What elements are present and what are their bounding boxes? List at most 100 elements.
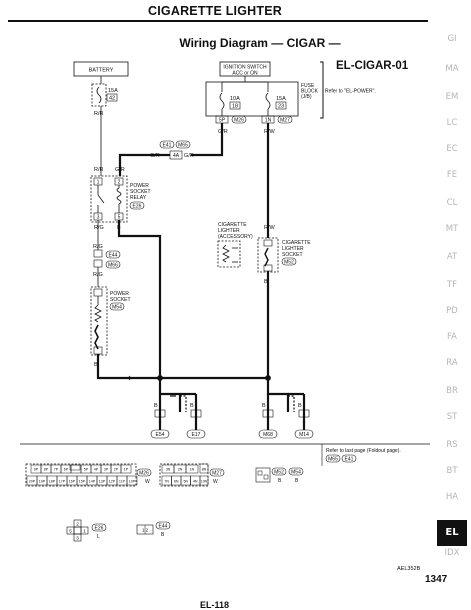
svg-text:3: 3	[97, 215, 100, 221]
svg-text:B: B	[278, 478, 282, 484]
side-tab-mt: MT	[445, 224, 459, 234]
svg-text:L: L	[97, 534, 100, 540]
svg-text:M66: M66	[108, 263, 118, 269]
svg-text:M65: M65	[328, 457, 338, 463]
svg-text:R/W: R/W	[264, 225, 276, 231]
svg-text:R/W: R/W	[264, 129, 276, 135]
svg-text:B: B	[264, 279, 268, 285]
side-tab-lc: LC	[446, 118, 458, 128]
connector-pin-label: 6N	[174, 480, 179, 484]
svg-text:R/R: R/R	[94, 167, 104, 173]
connector-pin-label: 9P	[34, 468, 39, 472]
svg-text:M52: M52	[274, 470, 284, 476]
svg-text:RELAY: RELAY	[130, 195, 147, 201]
svg-text:M65: M65	[178, 143, 188, 149]
diagram-bracket	[320, 61, 324, 119]
side-tab-at: AT	[446, 252, 458, 262]
svg-text:E17: E17	[192, 432, 201, 438]
svg-text:POWER: POWER	[130, 183, 149, 189]
power-socket-element	[94, 304, 102, 323]
connector-pin-label: 6P	[64, 468, 69, 472]
svg-text:4A: 4A	[173, 153, 180, 159]
connector-pin-label: 11P	[119, 480, 126, 484]
svg-text:B: B	[94, 362, 98, 368]
svg-text:1: 1	[83, 529, 86, 534]
svg-text:(J/B): (J/B)	[301, 94, 312, 100]
svg-text:SOCKET: SOCKET	[110, 297, 131, 303]
svg-text:E54: E54	[156, 432, 165, 438]
connector-pin-label: 15P	[79, 480, 86, 484]
svg-text:8N: 8N	[202, 468, 207, 472]
svg-text:E26: E26	[133, 204, 142, 210]
connector-pin-label: 10P	[129, 480, 136, 484]
side-tab-tf: TF	[446, 280, 458, 290]
title-rule	[8, 20, 428, 22]
svg-text:M14: M14	[299, 432, 309, 438]
svg-text:IGNITION SWITCH: IGNITION SWITCH	[223, 65, 267, 71]
side-tab-em: EM	[445, 92, 459, 102]
svg-text:LIGHTER: LIGHTER	[282, 246, 304, 252]
footer-ref: AEL352B	[397, 566, 421, 572]
svg-text:23: 23	[278, 104, 284, 110]
connector-pin-label: 3P	[104, 468, 109, 472]
connector-pin-label: 5N	[183, 480, 188, 484]
svg-text:POWER: POWER	[110, 291, 129, 297]
svg-text:5: 5	[118, 215, 121, 221]
svg-text:M54: M54	[112, 305, 122, 311]
footer-bottom-text: EL-118	[200, 600, 230, 610]
connector-pin-label: 19P	[39, 480, 46, 484]
svg-text:5: 5	[69, 529, 72, 534]
svg-text:B: B	[154, 403, 158, 409]
side-tab-idx: IDX	[444, 548, 460, 558]
svg-text:10A: 10A	[230, 96, 240, 102]
battery-label: BATTERY	[89, 68, 114, 74]
battery-fuse-box	[91, 83, 107, 107]
relay-box	[90, 175, 128, 223]
svg-text:2: 2	[76, 522, 79, 527]
connector-pin-label: 8P	[44, 468, 49, 472]
svg-text:FUSE: FUSE	[301, 83, 315, 89]
side-tab-ec: EC	[446, 144, 458, 154]
power-socket-box	[90, 286, 108, 356]
m52-connector-face	[255, 467, 271, 483]
side-tab-cl: CL	[446, 198, 458, 208]
lighter-accessory-box	[217, 240, 241, 268]
svg-text:LIGHTER: LIGHTER	[218, 228, 240, 234]
svg-text:18: 18	[232, 104, 238, 110]
page-title: CIGARETTE LIGHTER	[148, 4, 282, 18]
fuse-23-symbol	[265, 92, 271, 110]
battery-fuse-symbol	[96, 86, 102, 104]
svg-text:B: B	[190, 403, 194, 409]
conn-tag-m26	[231, 115, 247, 124]
wire-b-relay-ground	[117, 220, 162, 378]
svg-text:G/R: G/R	[184, 153, 194, 159]
svg-text:Refer to "EL-POWER".: Refer to "EL-POWER".	[325, 89, 376, 95]
svg-text:BLOCK: BLOCK	[301, 89, 319, 95]
svg-text:M68: M68	[263, 432, 273, 438]
svg-text:B: B	[161, 532, 165, 538]
svg-text:M52: M52	[284, 260, 294, 266]
side-tab-ha: HA	[445, 492, 459, 502]
diagram-code: EL-CIGAR-01	[336, 60, 409, 72]
side-tab-st: ST	[446, 412, 458, 422]
connector-pin	[126, 475, 138, 486]
svg-text:E44: E44	[109, 253, 118, 259]
svg-text:R/G: R/G	[94, 225, 104, 231]
connector-pin-label: 7P	[54, 468, 59, 472]
wire-gr-to-relay	[118, 153, 170, 176]
connector-pin-label: 20P	[29, 480, 36, 484]
wire-gr-thick	[191, 123, 224, 157]
connector-pin-label: 3N	[166, 468, 171, 472]
connector-pin	[120, 464, 132, 474]
svg-text:CIGARETTE: CIGARETTE	[282, 240, 311, 246]
wire-b-ground-bus	[96, 354, 268, 380]
relay-coil	[116, 187, 122, 205]
svg-text:M54: M54	[291, 470, 301, 476]
svg-text:R/R: R/R	[94, 111, 104, 117]
svg-text:E26: E26	[95, 526, 104, 532]
wiring-diagram: BATTERY 15A 42 R/R IGNITION SWITCH ACC o…	[20, 61, 430, 542]
svg-text:2: 2	[118, 180, 121, 186]
connector-pin-label: 1N	[190, 468, 195, 472]
